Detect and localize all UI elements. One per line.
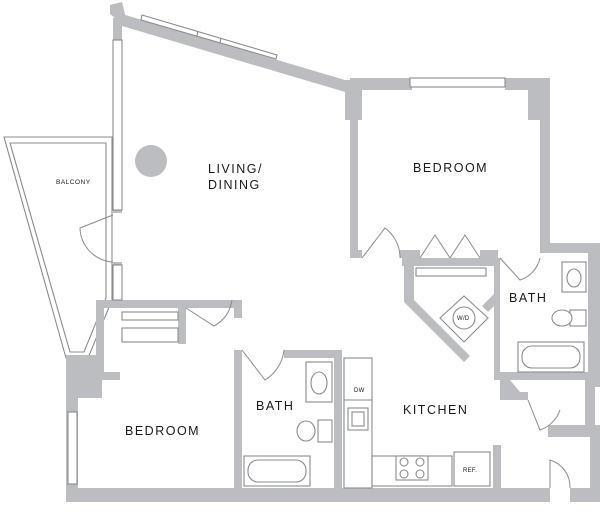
- closet-shelves: [121, 267, 487, 343]
- dishwasher-label: DW: [354, 388, 365, 394]
- bath-left-fixtures: [243, 361, 333, 487]
- bath-right-fixtures: [517, 261, 587, 373]
- living-dining-label-line1: LIVING/: [208, 162, 263, 176]
- kitchen-fixtures: [343, 357, 491, 489]
- balcony-label: BALCONY: [56, 179, 91, 186]
- bedroom-main-label: BEDROOM: [413, 161, 488, 175]
- washer-dryer-label: W/D: [457, 316, 470, 322]
- bedroom-second-label: BEDROOM: [125, 424, 200, 438]
- column: [135, 145, 167, 177]
- interior-walls: [178, 250, 590, 488]
- balcony: [3, 136, 113, 359]
- bath-left-label: BATH: [256, 399, 294, 413]
- windows: [67, 14, 506, 485]
- washer-dryer: [439, 295, 489, 343]
- refrigerator-label: REF.: [463, 468, 477, 474]
- doors: [79, 214, 571, 489]
- bath-right-label: BATH: [509, 291, 547, 305]
- exterior-walls: [66, 2, 600, 502]
- living-dining-label-line2: DINING: [208, 178, 261, 192]
- kitchen-label: KITCHEN: [403, 403, 468, 417]
